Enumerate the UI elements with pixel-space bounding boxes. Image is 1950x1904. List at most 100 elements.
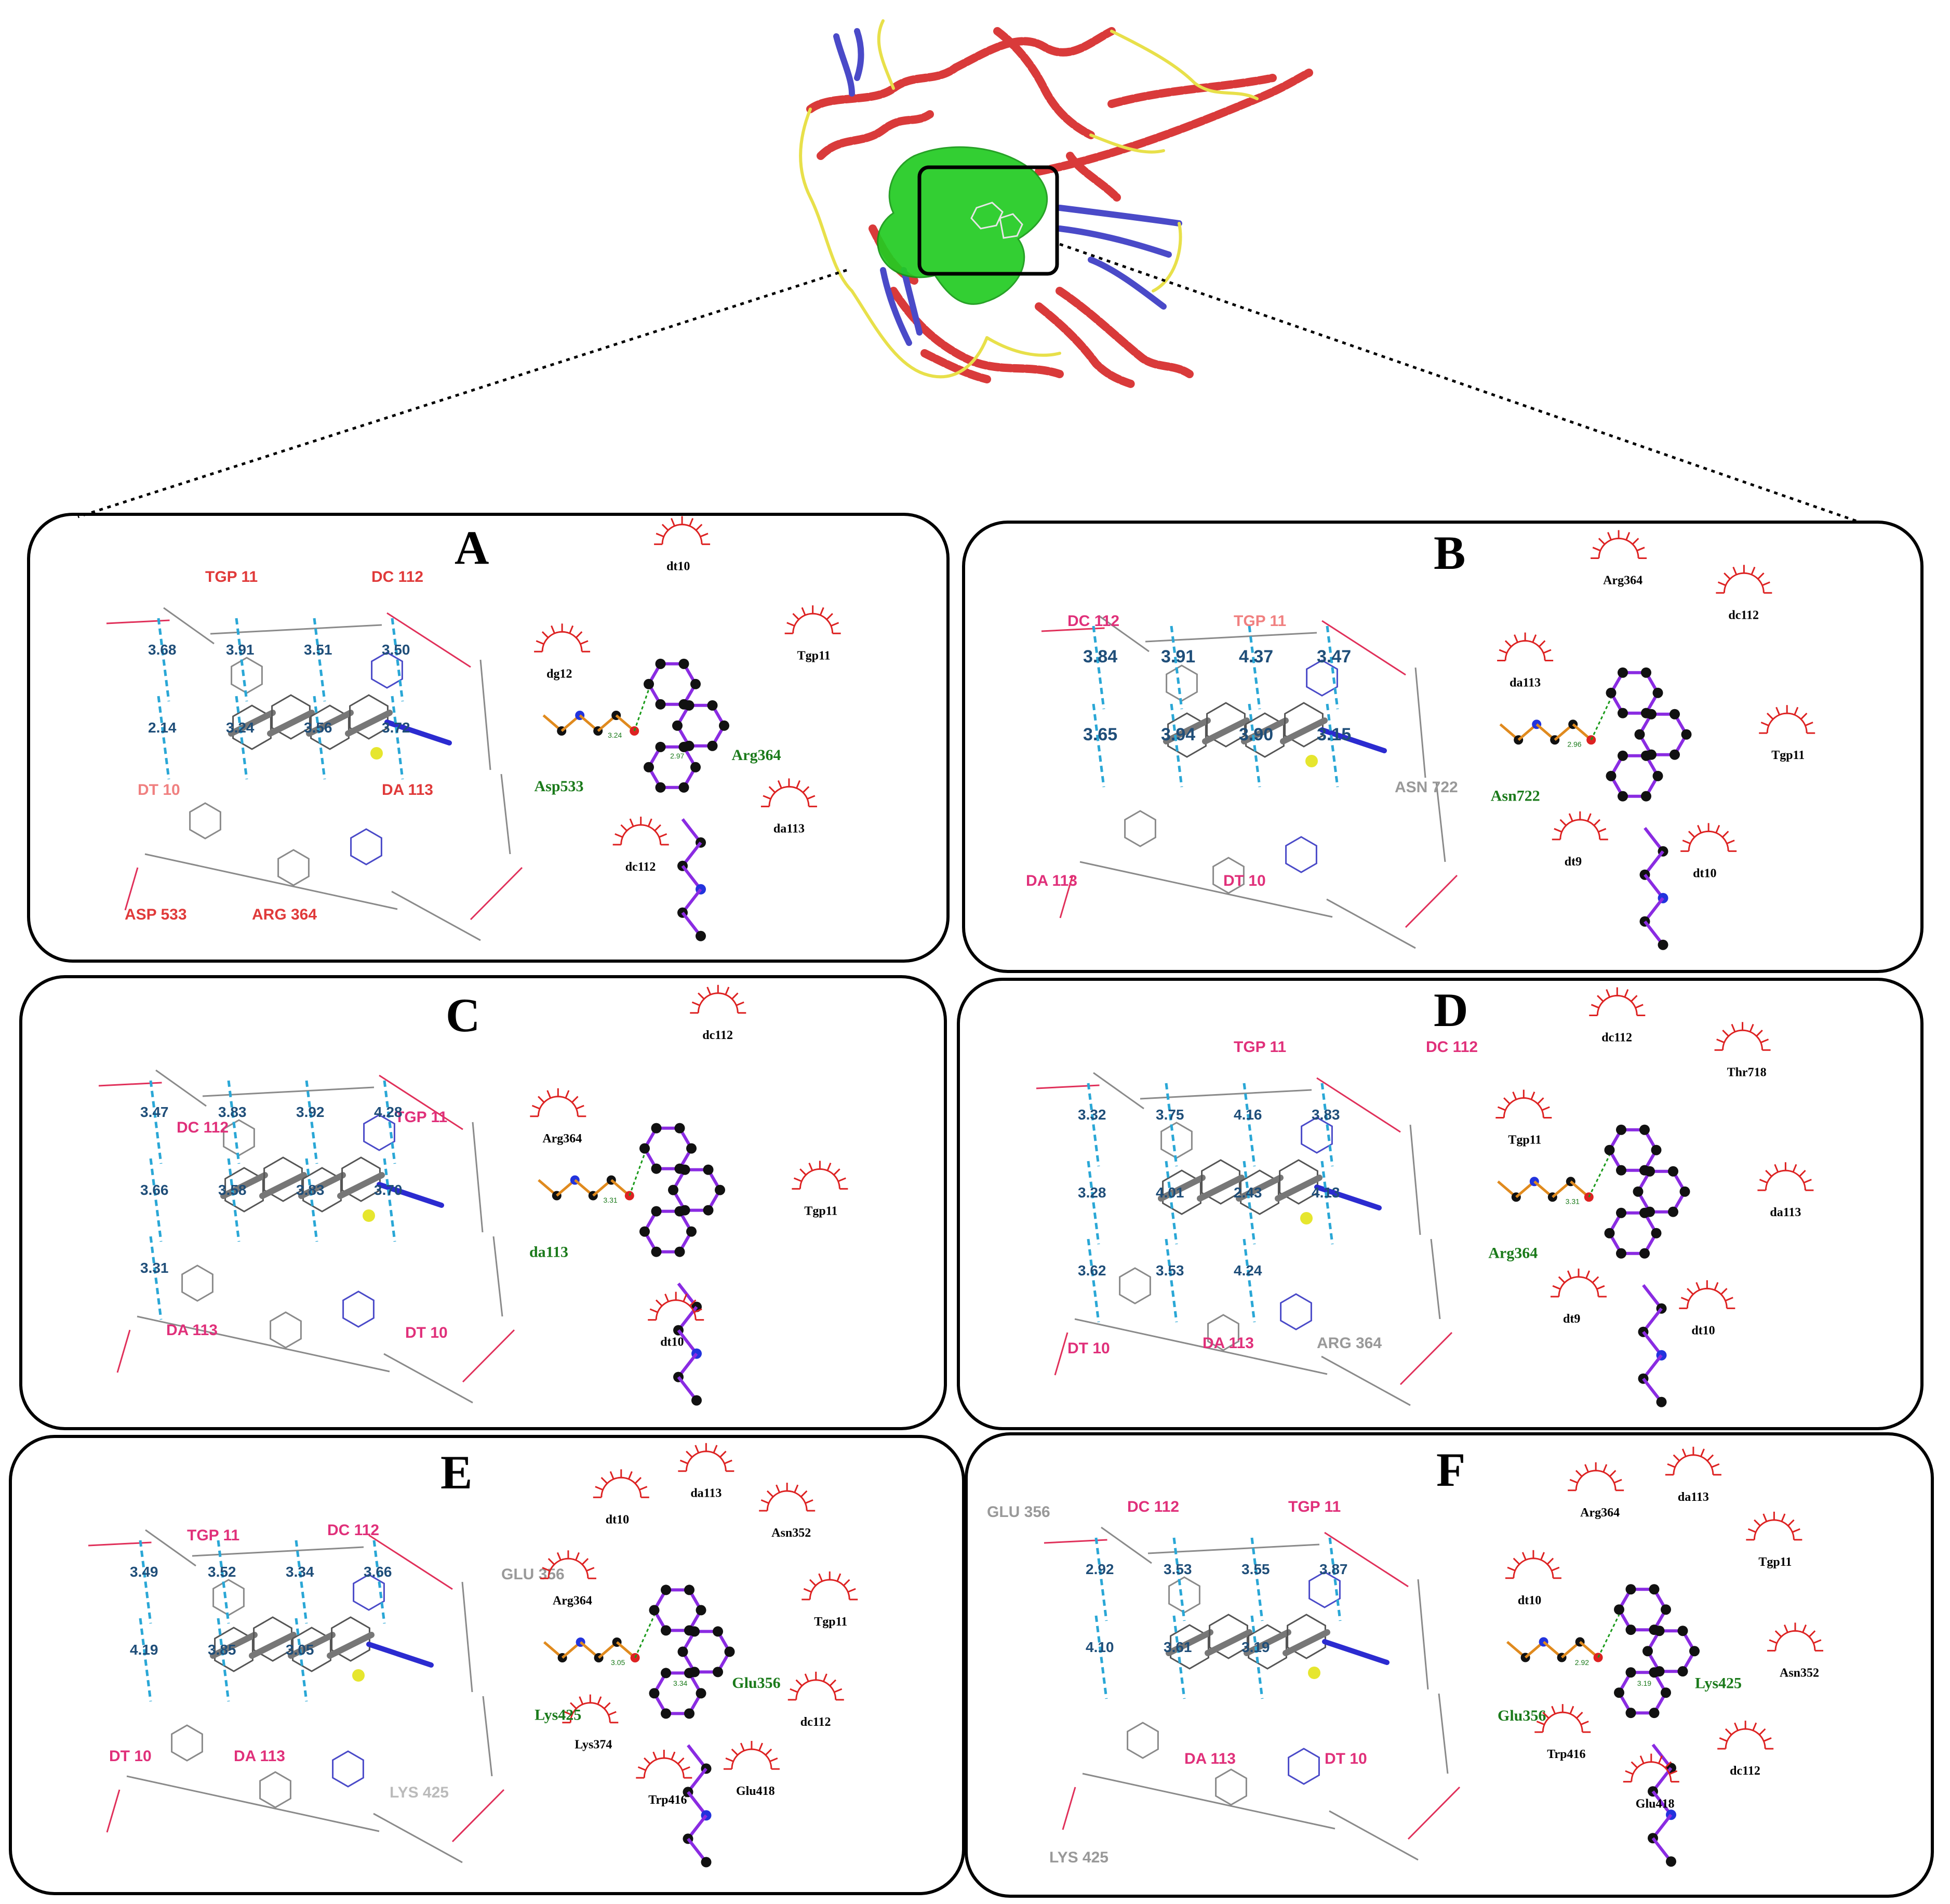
- contact-dashed-line: [1165, 1161, 1178, 1245]
- coil-ribbon-23: [877, 19, 895, 90]
- hydrophobic-tick: [1792, 1164, 1797, 1173]
- panel-frames: [9, 513, 1934, 1898]
- ligand2d-atom: [1618, 750, 1628, 761]
- coil-ribbon-19: [799, 108, 853, 292]
- ligand2d-ring: [1636, 1169, 1687, 1214]
- ligand2d-atom: [1677, 1666, 1688, 1677]
- ligand2d-atom: [1681, 729, 1692, 740]
- hbond-residue-label: Lys425: [535, 1707, 581, 1724]
- hydrophobic-residue-label: Arg364: [1580, 1506, 1620, 1520]
- hydrophobic-tick: [1763, 1737, 1772, 1742]
- hydrophobic-residue-label: Glu418: [1636, 1798, 1675, 1811]
- ligand2d-atom: [661, 1585, 671, 1595]
- contact-distance: 3.92: [296, 1104, 325, 1120]
- hydrophobic-tick: [677, 1757, 685, 1765]
- base-ring: [277, 849, 310, 886]
- contact-dashed-line: [1092, 625, 1105, 710]
- hydrophobic-tick: [1530, 1091, 1535, 1100]
- hydrophobic-tick: [1667, 1463, 1676, 1468]
- ligand2d-atom: [1666, 1856, 1676, 1867]
- ligand-stick: [1205, 1629, 1252, 1656]
- hydrophobic-tick: [1514, 634, 1518, 643]
- ligand2d-atom: [1614, 1687, 1624, 1698]
- helix-ribbon-6: [1056, 287, 1194, 378]
- ligand2d-atom: [696, 1688, 706, 1699]
- hydrophobic-arc: [1686, 1287, 1728, 1309]
- ligand2d-atom: [1658, 939, 1668, 950]
- hydrophobic-tick: [1803, 1179, 1812, 1184]
- residue-label-3d: DA 113: [382, 781, 433, 798]
- hydrophobic-tick: [1717, 581, 1726, 587]
- ligand-nitrogen-stick: [1319, 727, 1387, 753]
- panel-c-letter: C: [446, 989, 480, 1042]
- base-ring: [1160, 1122, 1193, 1159]
- hydrophobic-arc: [1596, 994, 1638, 1016]
- ligand2d-atom: [1645, 1166, 1655, 1177]
- backbone-segment: [1093, 1072, 1144, 1110]
- contact-dashed-line: [139, 1540, 152, 1624]
- contact-distance: 3.19: [1241, 1639, 1270, 1655]
- hydrophobic-tick: [1732, 566, 1738, 575]
- backbone-segment: [145, 1529, 196, 1567]
- backbone-segment: [155, 1069, 207, 1107]
- residue-label-3d: ARG 364: [1317, 1335, 1382, 1352]
- hydrophobic-tick: [689, 1299, 697, 1307]
- hydrophobic-tick: [1783, 1624, 1788, 1633]
- contact-distance: 3.83: [1312, 1107, 1340, 1123]
- ligand2d-atom: [1669, 709, 1680, 720]
- pocket-ligand: [970, 202, 1023, 239]
- ligand-ring: [331, 1616, 370, 1662]
- ligand2d-ring: [1609, 754, 1660, 798]
- coil-ribbon-24: [1089, 134, 1165, 154]
- ligand-stick: [1280, 717, 1328, 744]
- contact-distance: 4.13: [1312, 1184, 1340, 1201]
- hydrophobic-residue-label: dt10: [606, 1513, 629, 1526]
- ligand-stick: [327, 1632, 375, 1659]
- ligand2d-atom: [1656, 1396, 1667, 1407]
- contact-dashed-line: [1326, 703, 1339, 788]
- hydrophobic-tick: [1673, 1454, 1680, 1461]
- ligand2d-ring: [1608, 1128, 1658, 1172]
- hydrophobic-tick: [644, 1757, 651, 1765]
- hydrophobic-tick: [1680, 1297, 1689, 1302]
- backbone-segment: [192, 1546, 364, 1557]
- hydrophobic-tick: [1532, 634, 1537, 643]
- hydrophobic-tick: [1688, 831, 1695, 838]
- contact-distance: 3.61: [1164, 1639, 1192, 1655]
- ligand-ring: [1287, 1614, 1326, 1659]
- hydrophobic-tick: [1754, 1519, 1761, 1527]
- hydrophobic-arc: [766, 1490, 808, 1511]
- ligand2d-atom: [684, 700, 694, 711]
- hydrophobic-tick: [655, 1299, 663, 1307]
- hydrophobic-tick: [1580, 1721, 1589, 1725]
- panel-f-letter: F: [1436, 1443, 1465, 1496]
- panel-e-letter: E: [440, 1446, 472, 1499]
- contact-distance: 3.85: [208, 1642, 236, 1658]
- ligand2d-atom: [1616, 1207, 1626, 1218]
- ligand2d-atom: [678, 741, 689, 752]
- hydrophobic-tick: [1760, 722, 1769, 727]
- hydrophobic-tick: [575, 631, 583, 638]
- hydrophobic-tick: [1551, 1566, 1560, 1572]
- hydrophobic-tick: [769, 1757, 778, 1762]
- hydrophobic-tick: [1714, 1282, 1719, 1290]
- backbone-segment: [1430, 1239, 1441, 1320]
- sulfur-atom: [1300, 1212, 1313, 1224]
- contact-distance: 3.50: [382, 642, 410, 658]
- ligand2d-atom: [686, 1226, 697, 1237]
- contact-dashed-line: [305, 1158, 318, 1242]
- hydrophobic-tick: [629, 818, 634, 827]
- contact-distance: 3.84: [1083, 647, 1117, 667]
- ligand-stick: [288, 1632, 336, 1659]
- hydrophobic-tick: [1632, 538, 1639, 545]
- contact-distance: 3.47: [1317, 647, 1351, 667]
- ligand-nitrogen-stick: [1314, 1184, 1382, 1210]
- sulfur-atom: [1305, 755, 1318, 767]
- hbond-residue-label: Arg364: [732, 747, 781, 764]
- hydrophobic-residue-label: Tgp11: [1758, 1555, 1792, 1569]
- residue-label-3d: TGP 11: [1288, 1498, 1341, 1515]
- hydrophobic-tick: [793, 1177, 802, 1182]
- ligand2d-ring: [643, 1209, 693, 1254]
- strand-ribbon-17: [901, 267, 923, 336]
